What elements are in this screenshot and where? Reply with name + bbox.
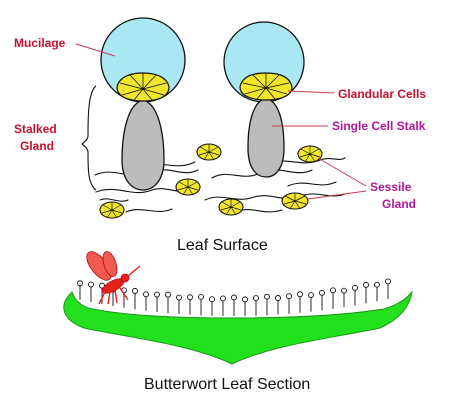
sessile-gland (297, 145, 323, 163)
glandular-cells-left (116, 72, 170, 102)
leaf-section (63, 278, 413, 365)
label-single-cell-stalk: Single Cell Stalk (332, 119, 426, 133)
leaf-blade (63, 290, 413, 365)
leaf-hairs (77, 278, 391, 316)
stalk-left (121, 99, 165, 191)
sessile-gland (281, 192, 309, 210)
leaf-hair (286, 293, 292, 314)
leaf-hair (242, 296, 248, 316)
sessile-gland (218, 198, 244, 216)
insect-head (120, 273, 130, 283)
leaf-hair (253, 295, 259, 316)
insect (86, 251, 141, 305)
leaf-hair (209, 296, 215, 316)
leaf-hair (88, 281, 94, 303)
leaf-hair (77, 280, 83, 300)
leaf-hair (385, 278, 391, 299)
sessile-gland (196, 143, 222, 161)
leaf-hair (264, 293, 270, 316)
label-mucilage: Mucilage (14, 36, 66, 50)
leaf-hair (231, 294, 237, 316)
leaf-hair (297, 291, 303, 313)
leaf-hair (275, 295, 281, 315)
sessile-gland-leader-2 (307, 190, 367, 200)
sessile-gland (99, 201, 125, 219)
leaf-hair (132, 287, 138, 310)
leaf-hair (143, 291, 149, 311)
leaf-hair (330, 287, 336, 309)
leader-lines (75, 43, 367, 200)
stalked-gland-left (100, 17, 186, 191)
stalked-gland-bracket (81, 85, 97, 191)
leaf-hair (341, 287, 347, 308)
label-sessile-gland-line1: Sessile (370, 180, 412, 194)
label-sessile-gland-line2: Gland (382, 197, 417, 211)
glandular-cells-leader (287, 90, 335, 94)
leaf-hair (176, 294, 182, 315)
glandular-cells-right (239, 72, 293, 101)
leaf-hair (319, 289, 325, 311)
leaf-hair (220, 295, 226, 316)
label-stalked-gland-line2: Gland (20, 139, 55, 153)
stalk-right (247, 97, 285, 178)
leaf-hair (352, 284, 358, 306)
caption-leaf-surface: Leaf Surface (177, 237, 268, 254)
sessile-gland (175, 178, 201, 196)
leaf-hair (198, 293, 204, 316)
leaf-hair (187, 294, 193, 315)
leaf-hair (165, 291, 171, 314)
label-glandular-cells: Glandular Cells (338, 87, 427, 101)
insect-wing (102, 251, 118, 277)
label-stalked-gland-line1: Stalked (14, 122, 57, 136)
leaf-hair (374, 281, 380, 302)
sessile-glands (99, 143, 323, 219)
sessile-gland-leader-1 (317, 157, 367, 187)
leaf-hair (363, 281, 369, 304)
leaf-hair (154, 291, 160, 313)
caption-leaf-section: Butterwort Leaf Section (144, 376, 311, 393)
stalked-gland-right (223, 21, 305, 178)
mucilage-leader (75, 43, 116, 57)
leaf-hair (308, 292, 314, 312)
